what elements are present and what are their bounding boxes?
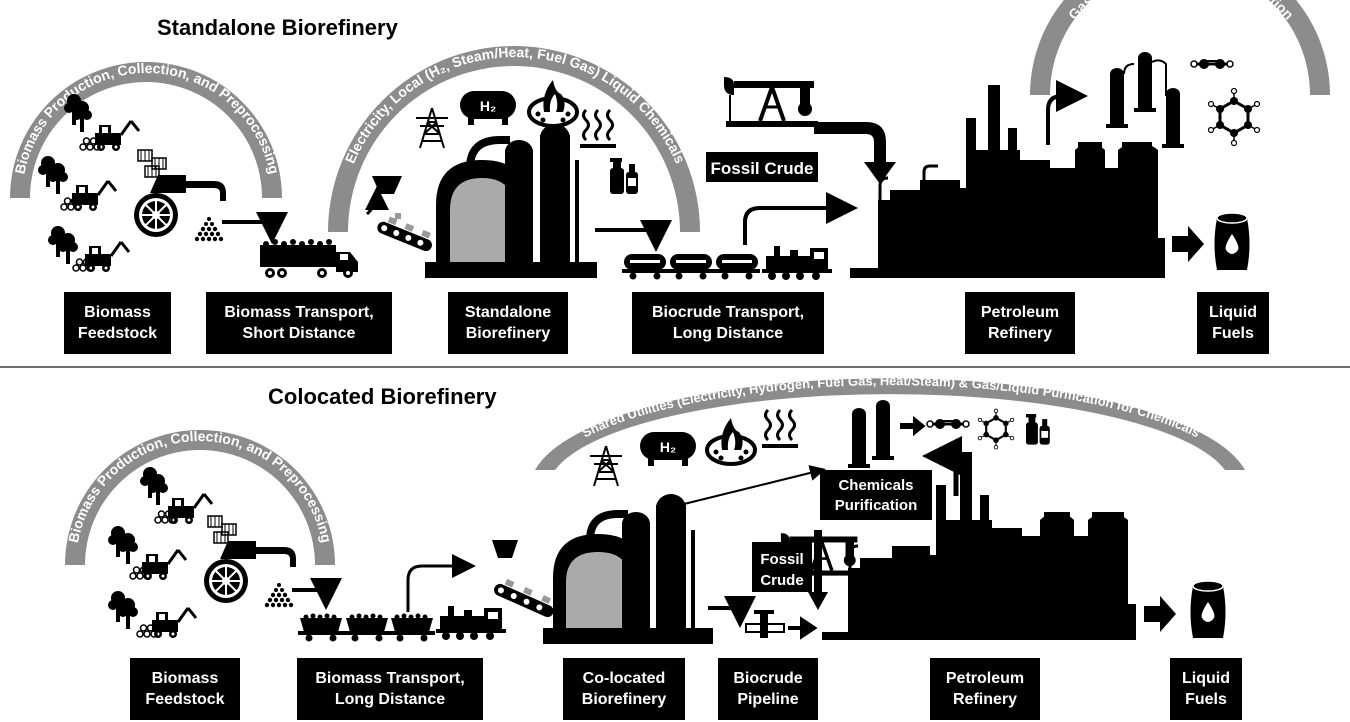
- standalone-section-title: Standalone Biorefinery: [157, 15, 398, 40]
- biomass-arc-band-bottom: [65, 430, 335, 565]
- purification-arc-text: Gas & Liquid Chemicals Purification: [1065, 0, 1297, 23]
- shared-utilities-arc-text: Shared Utilities (Electricity, Hydrogen,…: [579, 373, 1202, 440]
- label-biocrude-transport-long: Biocrude Transport,Long Distance: [632, 292, 824, 354]
- chemicals-bottles-icon: [610, 158, 638, 194]
- shared-utilities-arc-band: [535, 378, 1245, 470]
- biorefinery-icon: [425, 124, 597, 278]
- svg-text:H₂: H₂: [480, 98, 496, 114]
- liquid-fuels-barrel-icon-bottom: [1189, 580, 1227, 639]
- h2-tank-icon-bottom: H₂: [640, 432, 696, 466]
- fuel-gas-icon: [527, 78, 579, 128]
- liquid-fuels-barrel-icon: [1213, 212, 1251, 271]
- fossil-crude-label: Fossil Crude: [711, 159, 814, 178]
- section-divider: [0, 366, 1350, 368]
- petroleum-refinery-icon-bottom: [822, 452, 1136, 640]
- pumpjack-icon: [722, 75, 820, 129]
- svg-text:H₂: H₂: [660, 439, 676, 455]
- chipper-icon: [133, 174, 227, 238]
- svg-text:Purification: Purification: [835, 497, 918, 514]
- locomotive-icon: [762, 246, 832, 280]
- svg-text:Chemicals: Chemicals: [838, 477, 913, 494]
- ethylene-icon: [1189, 57, 1235, 71]
- label-biomass-transport-short: Biomass Transport,Short Distance: [206, 292, 392, 354]
- truck-icon: [260, 239, 358, 278]
- colocated-biorefinery-icon: [543, 494, 713, 644]
- h2-tank-icon: H₂: [460, 91, 516, 125]
- pipeline-valve-icon: [745, 610, 785, 638]
- label-biomass-transport-long: Biomass Transport,Long Distance: [297, 658, 483, 720]
- petroleum-refinery-icon: [850, 85, 1165, 278]
- utilities-arc-band: [328, 46, 700, 232]
- svg-text:Fossil: Fossil: [760, 551, 803, 568]
- svg-text:Crude: Crude: [760, 572, 803, 589]
- purification-arc-band: [1030, 0, 1330, 95]
- colocated-section-title: Colocated Biorefinery: [268, 384, 497, 409]
- benzene-icon: [1207, 87, 1261, 147]
- heat-icon: [578, 108, 618, 150]
